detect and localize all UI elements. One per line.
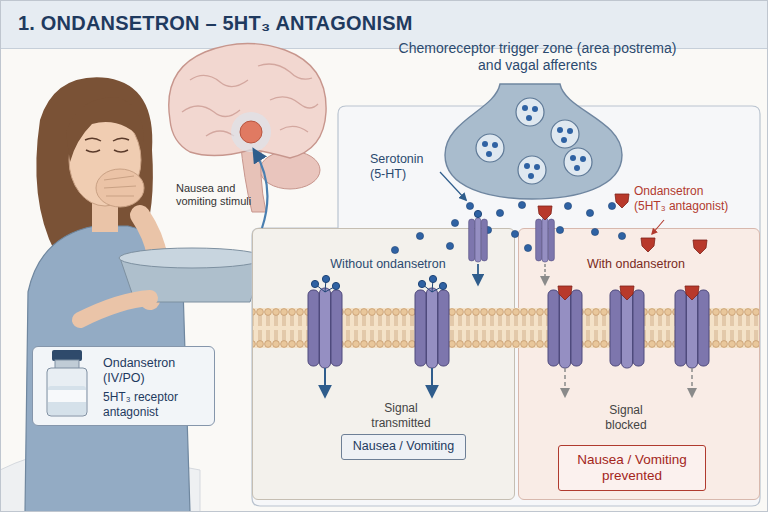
vesicle bbox=[518, 156, 546, 184]
blocked-arrow bbox=[691, 368, 693, 396]
receptors bbox=[308, 218, 709, 368]
basin-rim bbox=[119, 248, 265, 268]
signal-note: Signal blocked bbox=[591, 403, 661, 432]
eyebrow bbox=[113, 138, 129, 141]
closed-eye bbox=[86, 150, 100, 152]
vial bbox=[47, 350, 87, 416]
stimulus-arrow bbox=[254, 150, 267, 228]
bound-serotonin bbox=[311, 210, 481, 292]
serotonin-pointer bbox=[440, 172, 466, 200]
cerebrum bbox=[169, 43, 326, 158]
drug-class: 5HT₃ receptor antagonist bbox=[103, 390, 211, 419]
hair-fringe bbox=[66, 98, 144, 162]
vesicle bbox=[516, 98, 544, 126]
comparison-panel: With ondansetronSignal blockedNausea / V… bbox=[518, 228, 760, 500]
vesicle bbox=[564, 148, 592, 176]
5ht3-receptor bbox=[469, 218, 488, 262]
signal-arrow bbox=[431, 368, 433, 396]
outcome-box: Nausea / Vomiting prevented bbox=[558, 445, 706, 491]
area-postrema bbox=[240, 121, 262, 143]
eyebrow bbox=[85, 138, 101, 141]
ondansetron-pointer bbox=[652, 220, 664, 234]
area-highlight bbox=[231, 112, 271, 152]
5ht3-receptor bbox=[536, 218, 555, 262]
panel-title: Without ondansetron bbox=[323, 257, 453, 272]
comparison-panel: Without ondansetronSignal transmittedNau… bbox=[252, 228, 515, 500]
outcome-box: Nausea / Vomiting bbox=[341, 434, 466, 460]
bound-ondansetron bbox=[538, 194, 707, 300]
trigger-zone-panel: Chemoreceptor trigger zone (area postrem… bbox=[252, 36, 760, 506]
panel-heading: Chemoreceptor trigger zone (area postrem… bbox=[385, 40, 690, 74]
signal-note: Signal transmitted bbox=[361, 401, 441, 430]
blocked-arrow bbox=[564, 368, 566, 396]
closed-eye bbox=[114, 150, 128, 152]
brain-illustration bbox=[169, 43, 326, 212]
panel-outline-path bbox=[252, 106, 760, 506]
5ht3-receptor bbox=[548, 288, 582, 368]
membrane-band bbox=[253, 308, 759, 348]
outcome-text: Nausea / Vomiting prevented bbox=[559, 446, 705, 490]
5ht3-receptor bbox=[415, 288, 449, 368]
stimulus-label: Nausea and vomiting stimuli bbox=[176, 182, 258, 209]
outcome-text: Nausea / Vomiting bbox=[342, 435, 465, 459]
presynaptic-terminal bbox=[445, 84, 622, 199]
fingers bbox=[104, 176, 136, 196]
drug-name: Ondansetron (IV/PO) bbox=[103, 356, 211, 387]
drug-box: Ondansetron (IV/PO) 5HT₃ receptor antagon… bbox=[32, 346, 215, 426]
vesicle bbox=[551, 120, 579, 148]
5ht3-receptor bbox=[675, 288, 709, 368]
blocked-arrow bbox=[544, 264, 546, 284]
forearm bbox=[80, 298, 150, 320]
signal-arrow bbox=[324, 368, 326, 396]
diagram-title: 1. ONDANSETRON – 5HT₃ ANTAGONISM bbox=[18, 12, 413, 35]
5ht3-receptor bbox=[610, 288, 644, 368]
vesicle bbox=[476, 134, 504, 162]
5ht3-receptor bbox=[308, 288, 342, 368]
serotonin-molecules bbox=[391, 201, 625, 253]
hand-over-mouth bbox=[96, 169, 144, 207]
lipid-bilayer bbox=[253, 308, 759, 348]
nerve-terminal bbox=[445, 84, 622, 199]
signal-arrow bbox=[477, 264, 479, 284]
panel-title: With ondansetron bbox=[571, 257, 701, 272]
